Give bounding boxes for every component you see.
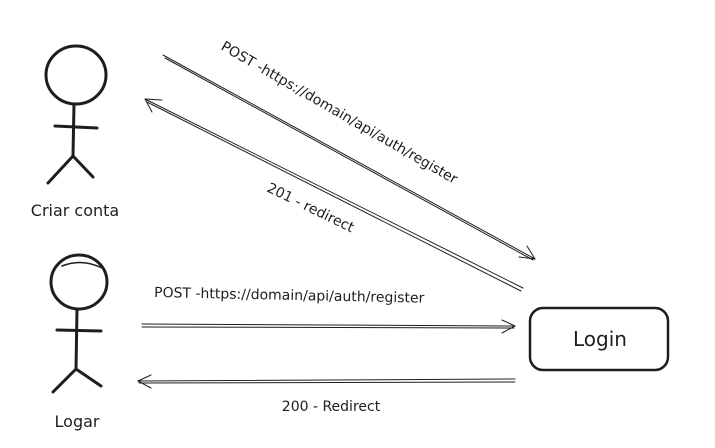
- actor-right-leg: [74, 367, 103, 388]
- arrow-line: [137, 374, 516, 389]
- actor-label: Criar conta: [31, 201, 119, 220]
- arrow-label: POST -https://domain/api/auth/register: [154, 285, 425, 307]
- actor-right-leg: [71, 154, 95, 179]
- login-box-border: [528, 306, 670, 372]
- arrow-logar-response: 200 - Redirect: [137, 374, 516, 415]
- arrow-logar-request: POST -https://domain/api/auth/register: [141, 285, 516, 334]
- actor-body: [74, 307, 79, 371]
- arrow-label: 200 - Redirect: [282, 399, 381, 415]
- actor-left-leg: [46, 154, 75, 185]
- actor-criar-conta: Criar conta: [31, 44, 119, 220]
- actor-head: [44, 44, 108, 106]
- login-box: Login: [528, 306, 670, 372]
- actor-logar: Logar: [49, 253, 109, 431]
- actor-left-leg: [51, 367, 78, 394]
- actor-arms: [55, 328, 103, 333]
- arrow-line: [144, 98, 524, 292]
- actor-label: Logar: [55, 412, 100, 431]
- arrow-label: 201 - redirect: [264, 180, 357, 236]
- stick-figure-icon: [44, 44, 108, 185]
- actor-head-sketch: [61, 261, 103, 269]
- actor-body: [71, 102, 76, 158]
- actor-head: [49, 253, 109, 311]
- arrow-label: POST -https://domain/api/auth/register: [218, 39, 460, 188]
- arrow-line: [141, 319, 516, 334]
- stick-figure-icon: [49, 253, 109, 394]
- login-box-label: Login: [573, 327, 627, 351]
- actor-arms: [53, 124, 99, 130]
- arrow-line: [162, 54, 536, 261]
- arrow-criar-response: 201 - redirect: [144, 98, 524, 292]
